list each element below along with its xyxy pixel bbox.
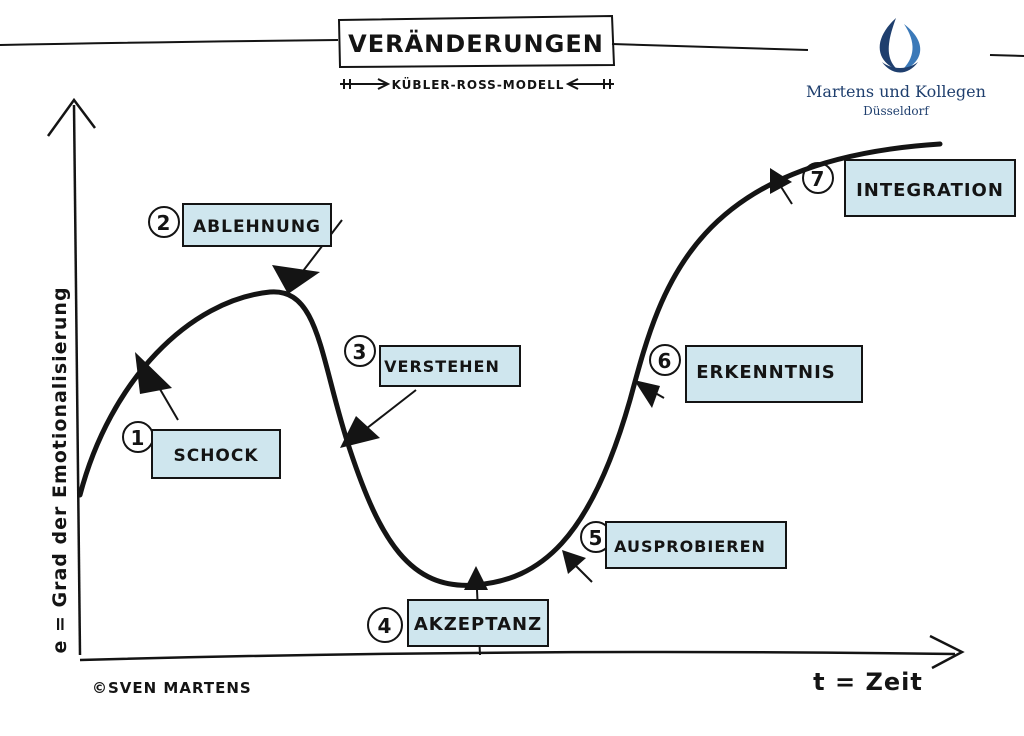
phase-number: 7 [811, 167, 826, 191]
phase-number-circle [649, 344, 681, 376]
subtitle-arrow-left [340, 78, 391, 90]
pointer-verstehen [361, 389, 417, 433]
title: VERÄNDERUNGEN [348, 29, 604, 58]
phase-1: 1 SCHOCK [122, 421, 281, 479]
phase-label-box [182, 203, 332, 247]
pointer-arrows [135, 168, 793, 656]
y-axis [72, 104, 82, 656]
x-axis-arrowhead [929, 634, 965, 670]
x-axis-label: t = Zeit [813, 668, 923, 696]
y-axis-arrowhead [46, 97, 96, 137]
arrowhead-integration [770, 168, 792, 194]
phase-number-circle [367, 607, 403, 643]
phase-label-box [605, 521, 787, 569]
phase-2: 2 ABLEHNUNG [148, 203, 332, 247]
phase-3: 3 VERSTEHEN [344, 335, 521, 387]
header-line-far-right [989, 54, 1024, 57]
phase-6: 6 ERKENNTNIS [649, 344, 863, 403]
phase-number-circle [802, 162, 834, 194]
header-line-left [0, 39, 339, 46]
phase-label: AKZEPTANZ [414, 614, 542, 635]
subtitle: KÜBLER-ROSS-MODELL [392, 77, 565, 92]
subtitle-arrow-right [565, 78, 614, 90]
phase-7: 7 INTEGRATION [802, 159, 1016, 217]
phase-number: 2 [157, 211, 172, 235]
phase-number-circle [344, 335, 376, 367]
phase-label: INTEGRATION [856, 180, 1004, 201]
flame-icon-light [900, 24, 921, 72]
brand-name: Martens und Kollegen [806, 82, 986, 101]
phase-label-box [379, 345, 521, 387]
phase-number-circle [148, 206, 180, 238]
phase-label-box [151, 429, 281, 479]
arrowhead-verstehen [340, 416, 380, 448]
phase-number: 4 [378, 614, 393, 638]
phase-label-box [407, 599, 549, 647]
arrowhead-shock [135, 352, 172, 394]
y-axis-label: e = Grad der Emotionalisierung [49, 286, 71, 653]
brand-logo [879, 18, 921, 73]
arrowhead-ausprobieren [562, 550, 586, 574]
phase-label-box [685, 345, 863, 403]
phase-number: 3 [353, 340, 368, 364]
pointer-ablehnung [299, 219, 343, 276]
phase-number: 6 [658, 349, 673, 373]
copyright: ©SVEN MARTENS [92, 679, 252, 697]
arrowhead-ablehnung [272, 265, 320, 294]
phase-label-box [844, 159, 1016, 217]
phase-label: SCHOCK [173, 446, 258, 466]
arrowhead-erkenntnis [634, 380, 660, 408]
change-curve [77, 141, 943, 588]
arrowhead-akzeptanz [464, 566, 488, 590]
phase-number: 5 [589, 526, 604, 550]
phase-label: ABLEHNUNG [193, 217, 321, 237]
title-box: VERÄNDERUNGEN [337, 14, 616, 69]
phase-label: VERSTEHEN [384, 357, 500, 376]
phase-number: 1 [131, 426, 146, 450]
phase-5: 5 AUSPROBIEREN [580, 521, 787, 569]
flame-icon [879, 18, 898, 70]
subtitle-row: KÜBLER-ROSS-MODELL [340, 77, 614, 92]
brand-city: Düsseldorf [863, 104, 930, 118]
header-line-right [611, 43, 809, 51]
phase-label: AUSPROBIEREN [614, 537, 766, 556]
flame-base-icon [882, 62, 918, 73]
x-axis [79, 650, 956, 662]
phase-label: ERKENNTNIS [696, 362, 836, 383]
phase-4: 4 AKZEPTANZ [367, 599, 549, 647]
